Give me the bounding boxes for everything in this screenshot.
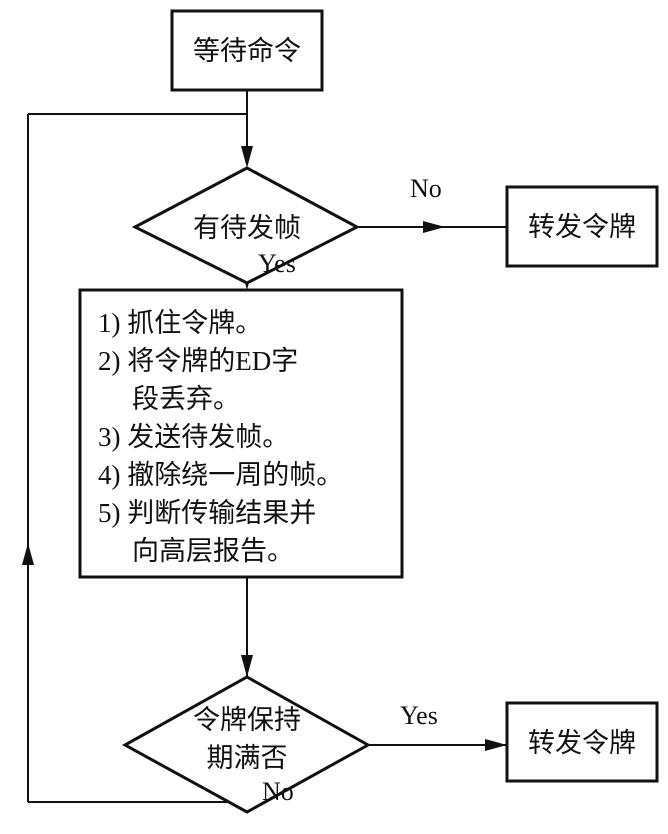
decision1-node: 有待发帧 bbox=[131, 166, 361, 285]
process-step-3: 3) 发送待发帧。 bbox=[98, 422, 289, 452]
process-node: 1) 抓住令牌。 2) 将令牌的ED字 段丢弃。 3) 发送待发帧。 4) 撤除… bbox=[78, 288, 404, 579]
process-step-2-cont: 段丢弃。 bbox=[132, 384, 240, 414]
arrow-head bbox=[241, 655, 253, 677]
decision2-node: 令牌保持 期满否 bbox=[121, 675, 372, 814]
decision2-no-label: No bbox=[262, 777, 294, 806]
decision2-yes-label: Yes bbox=[400, 701, 438, 730]
arrow-head bbox=[423, 221, 445, 233]
decision2-label-line1: 令牌保持 bbox=[193, 705, 301, 735]
process-step-4: 4) 撤除绕一周的帧。 bbox=[98, 460, 343, 490]
decision1-label: 有待发帧 bbox=[193, 213, 301, 243]
start-node: 等待命令 bbox=[170, 9, 324, 92]
arrow-head bbox=[485, 739, 507, 751]
decision1-yes-label: Yes bbox=[258, 249, 296, 278]
arrow-head-up bbox=[22, 543, 34, 565]
process-step-2: 2) 将令牌的ED字 bbox=[98, 346, 298, 376]
forward1-label: 转发令牌 bbox=[528, 212, 636, 242]
forward1-node: 转发令牌 bbox=[505, 185, 659, 268]
arrow-head bbox=[241, 146, 253, 168]
forward2-label: 转发令牌 bbox=[528, 728, 636, 758]
process-step-5-cont: 向高层报告。 bbox=[132, 536, 294, 566]
process-step-1: 1) 抓住令牌。 bbox=[98, 308, 262, 338]
decision2-label-line2: 期满否 bbox=[207, 743, 288, 773]
decision1-no-label: No bbox=[410, 174, 442, 203]
process-step-5: 5) 判断传输结果并 bbox=[98, 498, 316, 528]
forward2-node: 转发令牌 bbox=[505, 701, 659, 783]
start-label: 等待命令 bbox=[193, 36, 301, 66]
